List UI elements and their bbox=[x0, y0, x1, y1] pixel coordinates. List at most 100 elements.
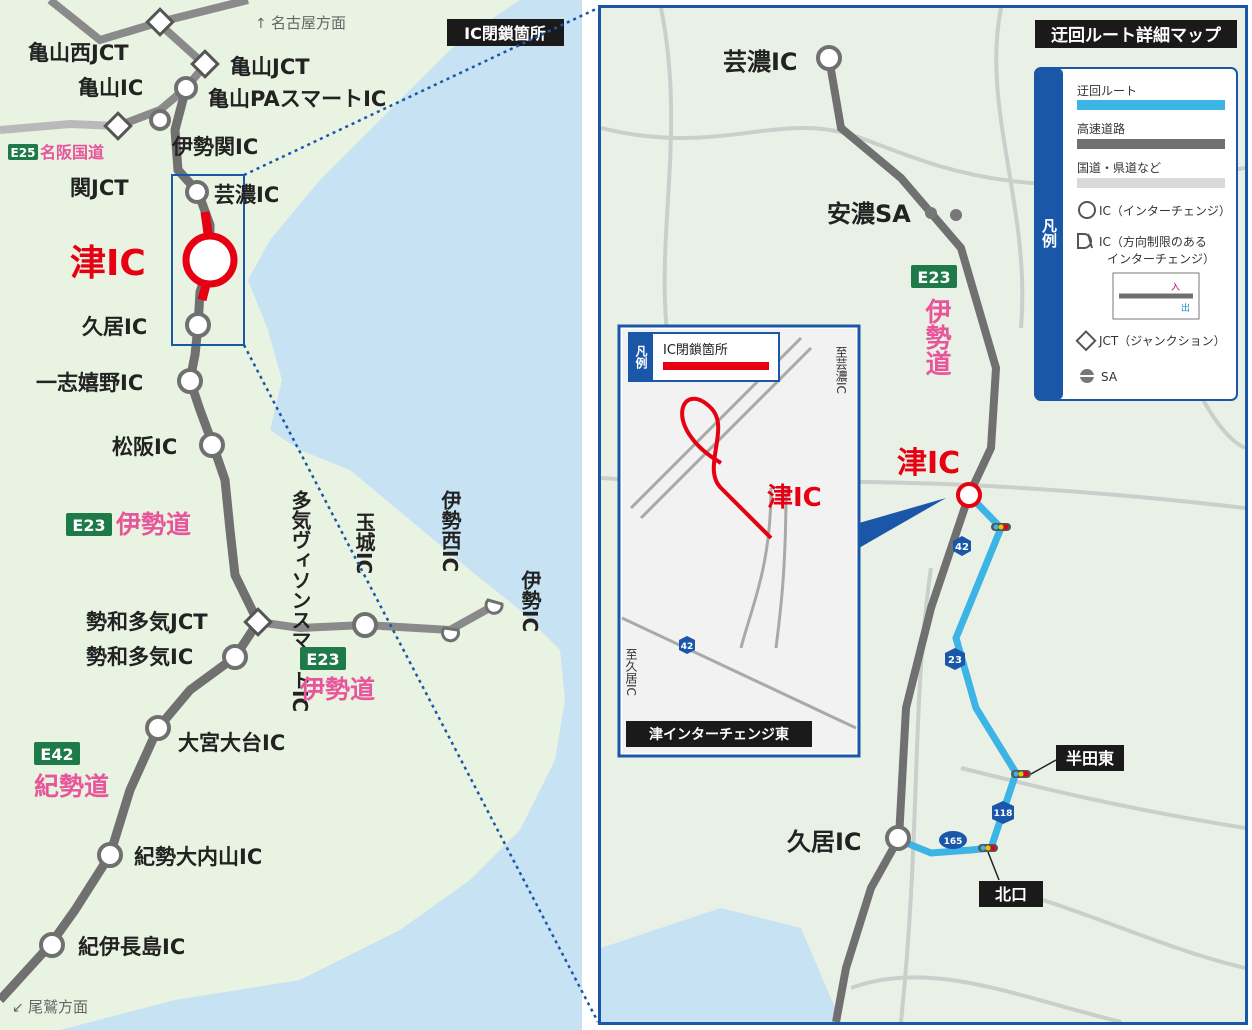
closed-ic-icon bbox=[182, 232, 238, 288]
inset-route-shield-42 bbox=[679, 636, 695, 654]
route-code-e23: E23 bbox=[917, 268, 950, 287]
route-shield-23-label: 23 bbox=[948, 655, 962, 666]
overview-header: IC閉鎖箇所 bbox=[464, 24, 546, 43]
ic-icon-hisai bbox=[885, 825, 911, 851]
ic-label-seiwa-taki-ic: 勢和多気IC bbox=[86, 645, 193, 669]
south-direction-label: 尾鷲方面 bbox=[28, 998, 88, 1016]
ic-icon bbox=[352, 612, 378, 638]
north-arrow-icon: ↑ bbox=[255, 16, 267, 32]
inset-caption: 津インターチェンジ東 bbox=[649, 726, 789, 743]
ic-label-kii-nagashima: 紀伊長島IC bbox=[78, 935, 185, 959]
detour-map: 42 23 118 165 芸濃IC 安濃SA 津IC 久居IC E23 伊勢道… bbox=[601, 8, 1245, 1022]
inset-legend-swatch bbox=[663, 362, 769, 370]
half-ic-icon bbox=[440, 626, 460, 643]
route-badge-e25 bbox=[8, 144, 38, 160]
inset-map-bg bbox=[622, 329, 856, 753]
ic-icon bbox=[145, 715, 171, 741]
overview-map-panel: ↑ 名古屋方面 ↙ 尾鷲方面 IC閉鎖箇所 亀山西JCT 亀山JCT 亀山IC … bbox=[0, 0, 582, 1030]
legend-ic-icon bbox=[1078, 201, 1096, 219]
route-badge-e42 bbox=[34, 742, 80, 765]
ise-bay bbox=[60, 0, 582, 1030]
route-name-e23: 伊勢道 bbox=[921, 298, 952, 376]
route-name-e23-2: 伊勢道 bbox=[299, 675, 375, 704]
detour-map-panel: 42 23 118 165 芸濃IC 安濃SA 津IC 久居IC E23 伊勢道… bbox=[598, 5, 1248, 1025]
legend-national-road-label: 国道・県道など bbox=[1077, 161, 1161, 175]
legend-national-road-swatch bbox=[1077, 178, 1225, 188]
ic-label-kameyama-west-jct: 亀山西JCT bbox=[28, 41, 129, 65]
legend-expressway-label: 高速道路 bbox=[1077, 121, 1125, 136]
jct-icon bbox=[103, 111, 133, 141]
ic-icon bbox=[39, 932, 65, 958]
sa-icon bbox=[950, 209, 962, 221]
ic-label-isshi-ureshino: 一志嬉野IC bbox=[36, 371, 143, 395]
inset-to-geino: 至芸濃IC bbox=[834, 346, 848, 394]
inset-to-hisai: 至久居IC bbox=[624, 648, 638, 696]
legend-detour-swatch bbox=[1077, 100, 1225, 110]
inset-caption-box bbox=[626, 721, 812, 747]
route-shield-42 bbox=[953, 536, 971, 556]
intersection-label-kitaguchi: 北口 bbox=[995, 885, 1027, 904]
inset-legend-item: IC閉鎖箇所 bbox=[663, 342, 728, 358]
traffic-light-icon bbox=[978, 844, 998, 852]
legend-ic-label: IC（インターチェンジ） bbox=[1099, 204, 1231, 218]
ic-label-kameyama-pa-smart: 亀山PAスマートIC bbox=[208, 87, 386, 111]
route-shield-165-label: 165 bbox=[944, 837, 963, 847]
legend-restricted-ic-icon bbox=[1077, 233, 1093, 249]
legend-ic-diagram-out: 出 bbox=[1181, 302, 1190, 314]
route-code-e25: E25 bbox=[11, 146, 36, 160]
ic-label-geino: 芸濃IC bbox=[723, 48, 798, 76]
ic-label-tamaki: 玉城IC bbox=[352, 512, 376, 574]
inset-closed-ramp bbox=[680, 396, 773, 540]
closed-ic-icon-tsu bbox=[956, 482, 982, 508]
route-badge-e23 bbox=[66, 513, 112, 536]
ic-icon bbox=[199, 432, 225, 458]
legend-jct-label: JCT（ジャンクション） bbox=[1098, 334, 1226, 348]
route-code-e23: E23 bbox=[72, 516, 105, 535]
ic-label-seiwa-taki-jct: 勢和多気JCT bbox=[86, 610, 208, 634]
ic-label-ise-nishi: 伊勢西IC bbox=[438, 490, 462, 573]
legend-ic-restricted-2: インターチェンジ） bbox=[1107, 252, 1215, 266]
intersection-box-handa-higashi bbox=[1056, 745, 1124, 771]
overview-map: ↑ 名古屋方面 ↙ 尾鷲方面 IC閉鎖箇所 亀山西JCT 亀山JCT 亀山IC … bbox=[0, 0, 582, 1030]
detour-header: 迂回ルート詳細マップ bbox=[1051, 25, 1222, 46]
ic-label-kisei-ouchiyama: 紀勢大内山IC bbox=[134, 845, 262, 869]
ic-label-kameyama-ic: 亀山IC bbox=[78, 76, 143, 100]
ic-label-omiya-odai: 大宮大台IC bbox=[178, 731, 285, 755]
ic-label-ano-sa: 安濃SA bbox=[827, 200, 911, 228]
route-e23-main-line bbox=[170, 86, 263, 624]
ic-icon bbox=[185, 180, 209, 204]
route-badge-e23 bbox=[911, 265, 957, 288]
legend-ic-restricted-1: IC（方向制限のある bbox=[1099, 234, 1207, 249]
ic-icon-geino bbox=[816, 45, 842, 71]
ic-icon bbox=[174, 76, 198, 100]
legend-title: 凡例 bbox=[1040, 218, 1058, 249]
inset-legend-title: 凡例 bbox=[634, 345, 648, 370]
legend-expressway-swatch bbox=[1077, 139, 1225, 149]
leader-line bbox=[987, 851, 1000, 881]
jct-icon bbox=[145, 7, 175, 37]
route-code-e23-2: E23 bbox=[306, 650, 339, 669]
route-shield-23 bbox=[945, 648, 965, 670]
route-e25-line bbox=[0, 119, 119, 134]
south-arrow-icon: ↙ bbox=[12, 1000, 24, 1016]
ic-label-seki-jct: 関JCT bbox=[70, 176, 129, 200]
route-shield-118 bbox=[992, 801, 1014, 824]
ic-icon bbox=[97, 842, 123, 868]
legend-sidebar bbox=[1035, 68, 1063, 400]
inset-ic-label: 津IC bbox=[767, 483, 822, 513]
route-name-e42: 紀勢道 bbox=[34, 772, 109, 801]
traffic-light-icon bbox=[991, 523, 1011, 531]
ic-icon bbox=[222, 644, 248, 670]
legend-ic-diagram-in: 入 bbox=[1171, 282, 1180, 293]
ic-label-tsu: 津IC bbox=[70, 243, 146, 284]
route-code-e42: E42 bbox=[40, 745, 73, 764]
north-direction-label: 名古屋方面 bbox=[271, 14, 346, 32]
jct-icon bbox=[190, 49, 220, 79]
ic-label-ise: 伊勢IC bbox=[518, 570, 542, 633]
ic-label-tsu: 津IC bbox=[897, 446, 960, 481]
ic-label-kameyama-jct: 亀山JCT bbox=[230, 55, 310, 79]
inset-pointer bbox=[859, 498, 946, 548]
route-kameyama-link bbox=[47, 0, 249, 45]
ic-label-hisai: 久居IC bbox=[82, 315, 147, 339]
ic-label-matsusaka: 松阪IC bbox=[112, 435, 177, 459]
